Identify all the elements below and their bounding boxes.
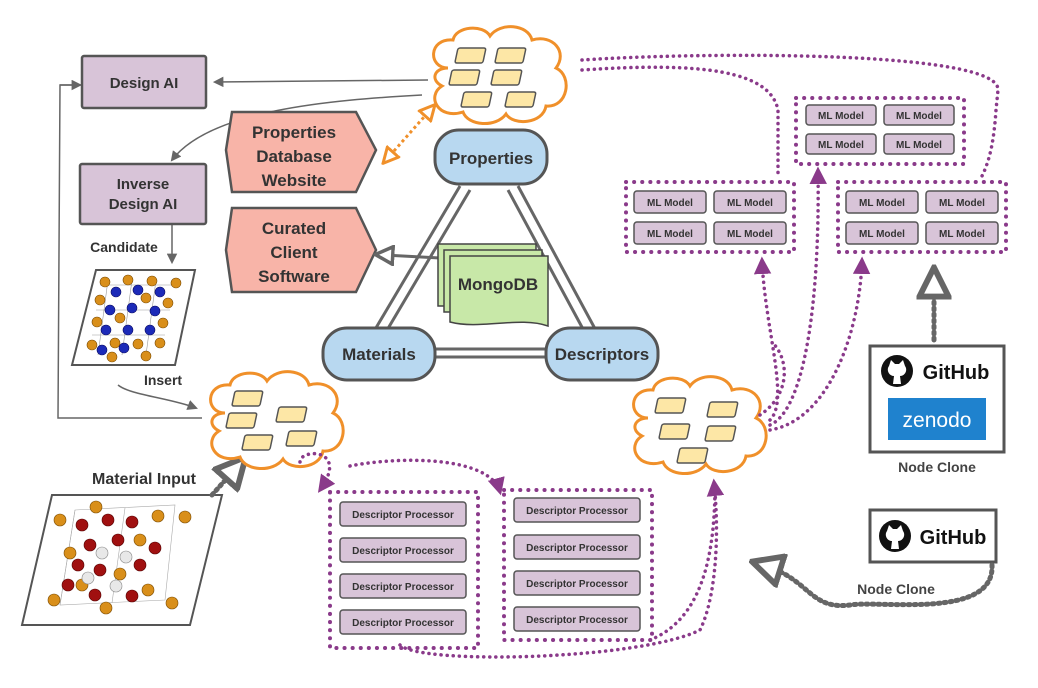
svg-text:Descriptor Processor: Descriptor Processor	[352, 546, 454, 557]
properties-database-website-box[interactable]: Properties Database Website	[224, 110, 378, 194]
curated-client-software-box[interactable]: Curated Client Software	[224, 206, 378, 294]
svg-text:ML Model: ML Model	[647, 229, 693, 240]
zenodo-label: zenodo	[903, 409, 972, 432]
ml-model-group-right: ML Model ML Model ML Model ML Model	[836, 180, 1008, 254]
properties-label: Properties	[449, 149, 533, 168]
material-input-label: Material Input	[92, 471, 197, 488]
ml-model-box[interactable]: ML Model	[925, 190, 999, 214]
database-triangle	[368, 185, 602, 359]
node-clone-label-top: Node Clone	[898, 459, 976, 475]
svg-text:Descriptor Processor: Descriptor Processor	[526, 615, 628, 626]
descriptor-processor-group-right: Descriptor Processor Descriptor Processo…	[502, 488, 654, 642]
ml-model-group-left: ML Model ML Model ML Model ML Model	[624, 180, 796, 254]
properties-website-label-2: Database	[256, 147, 332, 166]
svg-text:ML Model: ML Model	[939, 229, 985, 240]
ml-flow-connectors	[298, 53, 1000, 659]
node-clone-label-bottom: Node Clone	[857, 581, 935, 597]
material-input-crystal-image[interactable]	[20, 494, 224, 626]
svg-text:Descriptor Processor: Descriptor Processor	[526, 543, 628, 554]
ml-model-box[interactable]: ML Model	[883, 133, 955, 155]
github-label: GitHub	[923, 362, 990, 384]
descriptors-node[interactable]: Descriptors	[544, 326, 660, 382]
github-zenodo-box[interactable]: GitHub zenodo	[868, 344, 1006, 454]
left-connectors	[57, 76, 429, 419]
descriptor-processor-box[interactable]: Descriptor Processor	[339, 537, 467, 563]
svg-text:Descriptor Processor: Descriptor Processor	[526, 506, 628, 517]
curated-client-label-2: Client	[270, 243, 318, 262]
curated-client-label-1: Curated	[262, 219, 326, 238]
ml-model-box[interactable]: ML Model	[845, 221, 919, 245]
svg-text:ML Model: ML Model	[818, 111, 864, 122]
github-icon	[881, 355, 913, 387]
ml-model-box[interactable]: ML Model	[805, 133, 877, 155]
ml-model-box[interactable]: ML Model	[713, 190, 787, 214]
descriptors-label: Descriptors	[555, 345, 649, 364]
descriptor-processor-box[interactable]: Descriptor Processor	[513, 534, 641, 560]
svg-text:ML Model: ML Model	[859, 198, 905, 209]
ml-model-box[interactable]: ML Model	[925, 221, 999, 245]
svg-text:Descriptor Processor: Descriptor Processor	[352, 582, 454, 593]
ml-model-box[interactable]: ML Model	[713, 221, 787, 245]
svg-text:ML Model: ML Model	[818, 140, 864, 151]
material-input-arrow	[209, 468, 236, 498]
ml-model-box[interactable]: ML Model	[883, 104, 955, 126]
ml-model-box[interactable]: ML Model	[633, 221, 707, 245]
zenodo-logo: zenodo	[888, 398, 986, 440]
materials-label: Materials	[342, 345, 416, 364]
properties-cloud[interactable]	[432, 25, 568, 125]
website-cloud-link	[386, 108, 432, 160]
ml-model-group-top: ML Model ML Model ML Model ML Model	[794, 96, 966, 166]
descriptors-cloud[interactable]	[632, 375, 768, 475]
ml-model-box[interactable]: ML Model	[633, 190, 707, 214]
svg-text:Descriptor Processor: Descriptor Processor	[352, 618, 454, 629]
mongodb-label: MongoDB	[458, 275, 538, 294]
materials-cloud[interactable]	[209, 370, 345, 470]
svg-text:ML Model: ML Model	[896, 140, 942, 151]
descriptor-processor-box[interactable]: Descriptor Processor	[339, 501, 467, 527]
properties-node[interactable]: Properties	[433, 128, 549, 186]
inverse-design-ai-box[interactable]: Inverse Design AI	[78, 162, 208, 226]
descriptor-processor-group-left: Descriptor Processor Descriptor Processo…	[328, 490, 480, 650]
inverse-design-ai-label-1: Inverse	[117, 176, 170, 193]
svg-text:ML Model: ML Model	[896, 111, 942, 122]
svg-text:Descriptor Processor: Descriptor Processor	[526, 579, 628, 590]
properties-website-label-3: Website	[262, 171, 327, 190]
candidate-crystal-image	[70, 269, 197, 366]
svg-text:ML Model: ML Model	[939, 198, 985, 209]
mongodb-stack: MongoDB	[437, 243, 549, 328]
curated-client-label-3: Software	[258, 267, 330, 286]
ml-model-box[interactable]: ML Model	[805, 104, 877, 126]
descriptor-processor-box[interactable]: Descriptor Processor	[513, 606, 641, 632]
svg-text:ML Model: ML Model	[647, 198, 693, 209]
candidate-label: Candidate	[90, 239, 158, 255]
ml-model-box[interactable]: ML Model	[845, 190, 919, 214]
descriptor-processor-box[interactable]: Descriptor Processor	[513, 570, 641, 596]
svg-text:ML Model: ML Model	[727, 229, 773, 240]
descriptor-processor-box[interactable]: Descriptor Processor	[339, 609, 467, 635]
svg-text:ML Model: ML Model	[859, 229, 905, 240]
svg-text:Descriptor Processor: Descriptor Processor	[352, 510, 454, 521]
properties-website-label-1: Properties	[252, 123, 336, 142]
node-clone-arrow-bottom	[766, 565, 995, 609]
design-ai-label: Design AI	[110, 75, 179, 92]
design-ai-box[interactable]: Design AI	[80, 54, 208, 110]
materials-node[interactable]: Materials	[321, 326, 437, 382]
inverse-design-ai-label-2: Design AI	[109, 196, 178, 213]
github-box[interactable]: GitHub	[868, 508, 998, 564]
github-label-2: GitHub	[920, 527, 987, 549]
descriptor-processor-box[interactable]: Descriptor Processor	[513, 497, 641, 523]
insert-label: Insert	[144, 372, 182, 388]
svg-text:ML Model: ML Model	[727, 198, 773, 209]
descriptor-processor-box[interactable]: Descriptor Processor	[339, 573, 467, 599]
github-icon	[879, 520, 911, 552]
